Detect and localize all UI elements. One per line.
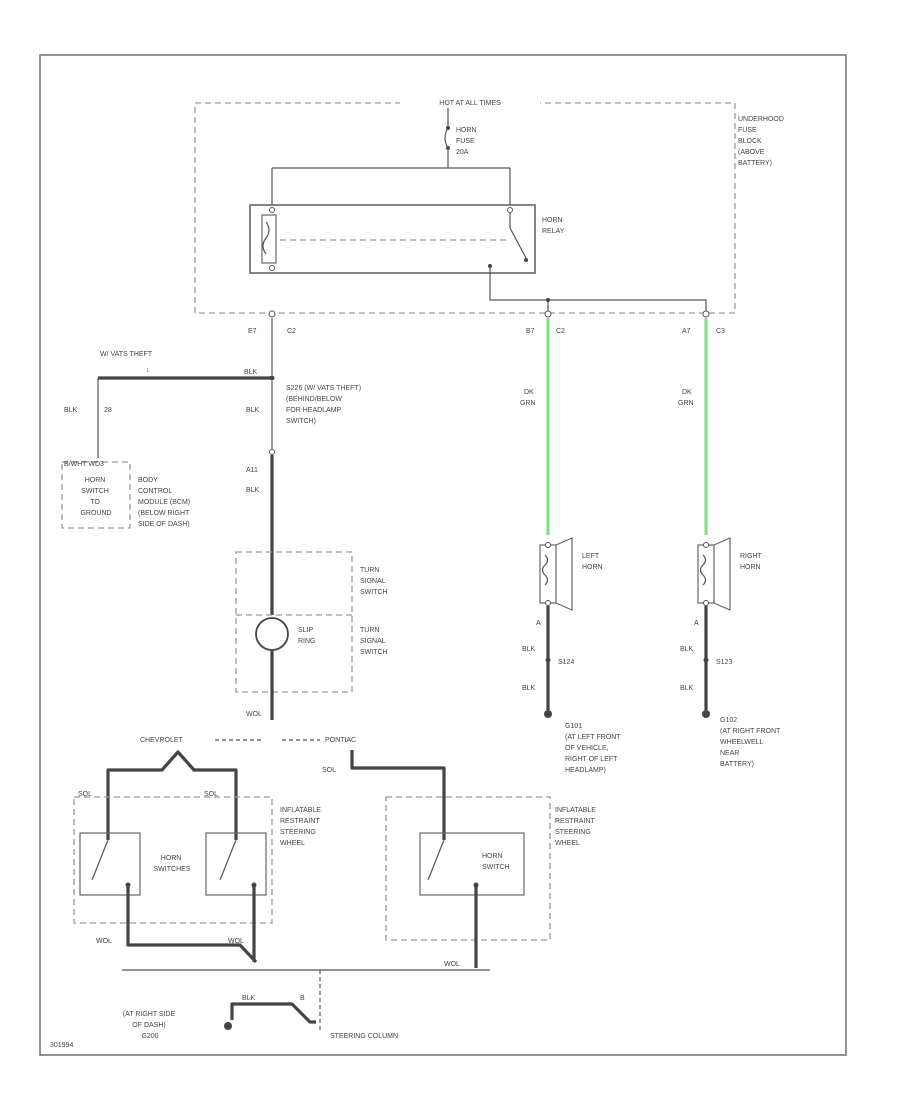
chevrolet-horn-switches: SOL SOL HORN SWITCHES INFLATABLE RESTRAI… xyxy=(73,750,323,964)
bcm-blk-side: BLK xyxy=(64,407,78,414)
left-horn-circuit: DK GRN LEFT HORN A BLK S124 BLK G101 (AT… xyxy=(520,318,622,774)
chevrolet-sol-right: SOL xyxy=(204,791,218,798)
diagram-id: 301994 xyxy=(50,1042,73,1049)
connector-c2-mid: B7 C2 xyxy=(526,310,565,335)
right-horn-blk-upper: BLK xyxy=(680,646,694,653)
underhood-fuse-block: HOT AT ALL TIMES UNDERHOOD FUSE BLOCK (A… xyxy=(194,96,786,315)
svg-text:A7: A7 xyxy=(682,328,691,335)
slip-ring-label: SLIP RING xyxy=(298,627,316,645)
horn-switch-to-ground: HORN SWITCH TO GROUND xyxy=(80,477,111,517)
right-horn-circuit: DK GRN RIGHT HORN A BLK S123 BLK G102 (A… xyxy=(678,318,782,768)
body-control-module: B/WHT WD3 HORN SWITCH TO GROUND BODY CON… xyxy=(61,461,192,529)
svg-text:C3: C3 xyxy=(716,328,725,335)
column-wire-label: WOL xyxy=(246,711,262,718)
chevrolet-wol-mid: WOL xyxy=(228,938,244,945)
fuse-block-name: UNDERHOOD FUSE BLOCK (ABOVE BATTERY) xyxy=(738,116,786,167)
splice-s226-label: S226 (W/ VATS THEFT) (BEHIND/BELOW FOR H… xyxy=(286,385,363,425)
horn-fuse: HORN FUSE 20A xyxy=(444,108,479,168)
left-horn-ground-icon xyxy=(544,710,552,718)
left-horn-wire-color: DK GRN xyxy=(520,389,536,407)
connector-c3-right: A7 C3 xyxy=(682,310,725,335)
bcm-blk-top: BLK xyxy=(244,369,258,376)
svg-text:E7: E7 xyxy=(248,328,257,335)
ground-wire-blk: BLK xyxy=(242,995,256,1002)
turn-signal-switch-assembly: TURN SIGNAL SWITCH TURN SIGNAL SWITCH xyxy=(235,551,388,693)
right-horn-blk-lower: BLK xyxy=(680,685,694,692)
model-split: CHEVROLET PONTIAC xyxy=(140,737,356,744)
left-horn-splice: S124 xyxy=(558,659,574,666)
horn-relay: HORN RELAY xyxy=(249,204,565,274)
pontiac-sol: SOL xyxy=(322,767,336,774)
left-horn-pin: A xyxy=(536,620,541,627)
right-horn-splice: S123 xyxy=(716,659,732,666)
pontiac-restraint-label: INFLATABLE RESTRAINT STEERING WHEEL xyxy=(555,807,598,847)
splice-blk-upper: BLK xyxy=(246,407,260,414)
bcm-pin: 28 xyxy=(104,407,112,414)
ground-pin-b: B xyxy=(300,995,305,1002)
turn-signal-upper-label: TURN SIGNAL SWITCH xyxy=(360,567,388,596)
right-horn-ground-icon xyxy=(702,710,710,718)
bcm-pins: B/WHT WD3 xyxy=(64,461,104,468)
left-horn-label: LEFT HORN xyxy=(582,553,603,571)
pontiac-horn-switch-label: HORN SWITCH xyxy=(482,853,510,871)
turn-signal-lower-label: TURN SIGNAL SWITCH xyxy=(360,627,388,656)
horn-fuse-label: HORN FUSE 20A xyxy=(456,127,479,156)
hot-at-all-times-label: HOT AT ALL TIMES xyxy=(439,100,501,107)
left-horn-ground-label: G101 (AT LEFT FRONT OF VEHICLE, RIGHT OF… xyxy=(565,723,622,774)
svg-text:C2: C2 xyxy=(556,328,565,335)
g200-label: (AT RIGHT SIDE OF DASH) G200 xyxy=(123,1011,177,1040)
pontiac-horn-switch: SOL HORN SWITCH INFLATABLE RESTRAINT STE… xyxy=(322,750,598,968)
connector-a11 xyxy=(269,449,275,455)
slip-ring: SLIP RING xyxy=(255,617,316,651)
left-horn-blk-lower: BLK xyxy=(522,685,536,692)
right-horn xyxy=(697,537,731,611)
pontiac-label: PONTIAC xyxy=(325,737,356,744)
connector-a11-label: A11 xyxy=(246,467,258,474)
pontiac-wol: WOL xyxy=(444,961,460,968)
chevrolet-horn-switches-label: HORN SWITCHES xyxy=(154,855,191,873)
svg-text:↓: ↓ xyxy=(146,367,150,374)
left-horn xyxy=(539,537,573,611)
left-horn-blk-upper: BLK xyxy=(522,646,536,653)
steering-column-label: STEERING COLUMN xyxy=(330,1033,398,1040)
horn-relay-label: HORN RELAY xyxy=(542,217,565,235)
right-horn-wire-color: DK GRN xyxy=(678,389,694,407)
steering-column-ground: BLK B (AT RIGHT SIDE OF DASH) G200 STEER… xyxy=(122,969,490,1040)
g200-ground-icon xyxy=(224,1022,232,1030)
splice-blk-lower: BLK xyxy=(246,487,260,494)
svg-text:C2: C2 xyxy=(287,328,296,335)
vats-theft-label: W/ VATS THEFT xyxy=(100,351,153,358)
chevrolet-wol-left: WOL xyxy=(96,938,112,945)
svg-text:B7: B7 xyxy=(526,328,535,335)
diagram-frame xyxy=(39,54,847,1056)
bcm-label: BODY CONTROL MODULE (BCM) (BELOW RIGHT S… xyxy=(138,477,192,528)
chevrolet-label: CHEVROLET xyxy=(140,737,184,744)
right-horn-pin: A xyxy=(694,620,699,627)
bcm-branch: W/ VATS THEFT ↓ BLK BLK 28 xyxy=(64,351,272,458)
right-horn-label: RIGHT HORN xyxy=(740,553,764,571)
connector-c2-left: E7 C2 xyxy=(248,310,296,335)
chevrolet-sol-left: SOL xyxy=(78,791,92,798)
chevrolet-restraint-label: INFLATABLE RESTRAINT STEERING WHEEL xyxy=(280,807,323,847)
right-horn-ground-label: G102 (AT RIGHT FRONT WHEELWELL NEAR BATT… xyxy=(720,717,782,768)
